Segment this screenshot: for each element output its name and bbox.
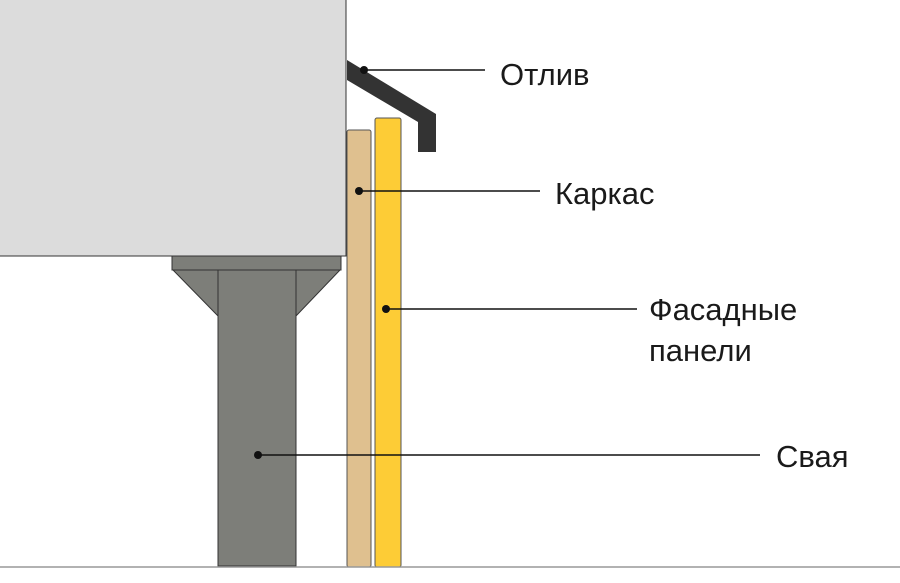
drip-edge (347, 60, 436, 152)
label-fasad-line1: Фасадные (649, 292, 797, 327)
house-wall (0, 0, 347, 257)
pile-shaft (217, 269, 297, 567)
pile-cap (171, 255, 342, 271)
leader-fasad (382, 305, 637, 313)
frame-batten (346, 129, 372, 568)
leader-karkas (355, 187, 540, 195)
label-svaya: Свая (776, 439, 849, 474)
leader-svaya (254, 451, 760, 459)
label-karkas: Каркас (555, 176, 655, 211)
label-otliv: Отлив (500, 57, 590, 92)
label-fasad-line2: панели (649, 333, 752, 368)
leader-otliv (360, 66, 485, 74)
facade-panel (374, 117, 402, 568)
